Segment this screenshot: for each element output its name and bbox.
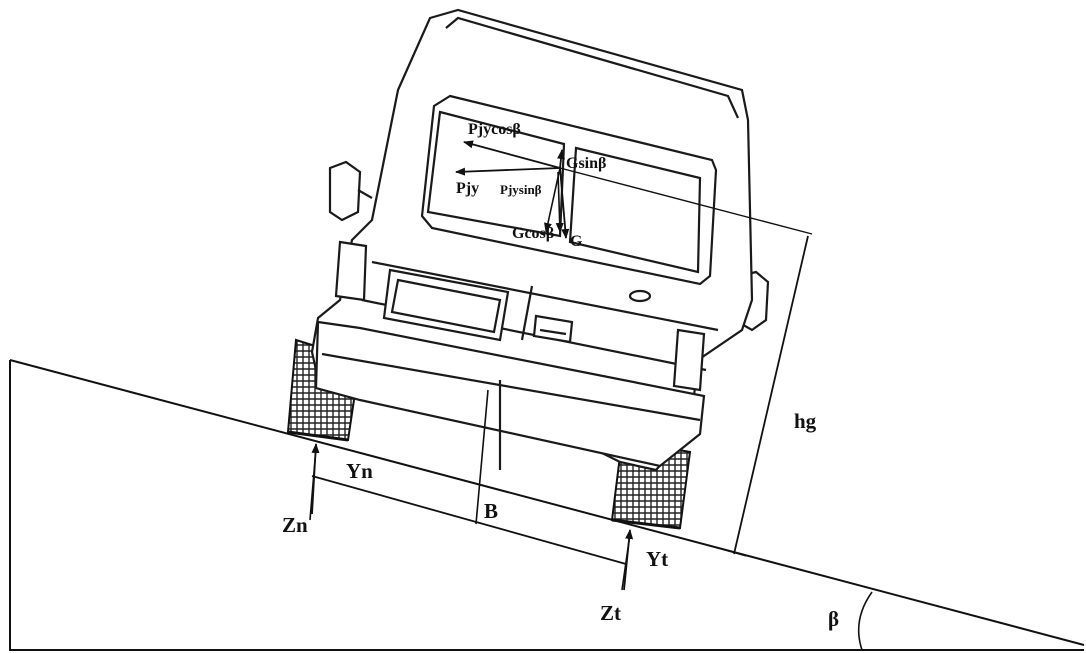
slope-angle-arc: [857, 591, 873, 651]
label-yn: Yn: [346, 459, 373, 483]
rear-bumper: [314, 320, 706, 468]
label-gsin: Gsinβ: [566, 155, 606, 172]
pjycos-arrow: [463, 140, 561, 169]
label-yt: Yt: [646, 547, 668, 571]
label-zn: Zn: [282, 513, 308, 537]
gcos-arrow: [555, 171, 564, 233]
van-rear-view: [286, 8, 770, 530]
hg-dimension: [559, 167, 813, 557]
force-vectors: [311, 140, 634, 591]
pjy-arrow: [455, 167, 561, 176]
label-b: B: [484, 499, 498, 523]
plate-recess: [382, 268, 510, 342]
label-pjy: Pjy: [456, 180, 479, 197]
zt-arrow: [623, 529, 634, 591]
badge: [628, 289, 652, 303]
label-beta: β: [828, 607, 839, 631]
label-pjycos: Pjycosβ: [468, 121, 521, 138]
label-gcos: Gcosβ: [512, 225, 554, 242]
left-mirror: [328, 160, 362, 222]
label-hg: hg: [794, 409, 817, 433]
gsin-arrow: [557, 149, 565, 169]
rear-window: [420, 94, 718, 286]
label-g: G: [570, 233, 583, 250]
g-arrow: [559, 167, 570, 239]
label-pjysin: Pjysinβ: [500, 182, 542, 197]
slope-ground: [9, 359, 1085, 651]
labels: Pjycosβ Gsinβ Pjy Pjysinβ Gcosβ G hg Yn …: [282, 121, 839, 631]
door-handle: [532, 314, 574, 344]
zn-arrow: [311, 443, 320, 515]
label-zt: Zt: [600, 601, 621, 625]
